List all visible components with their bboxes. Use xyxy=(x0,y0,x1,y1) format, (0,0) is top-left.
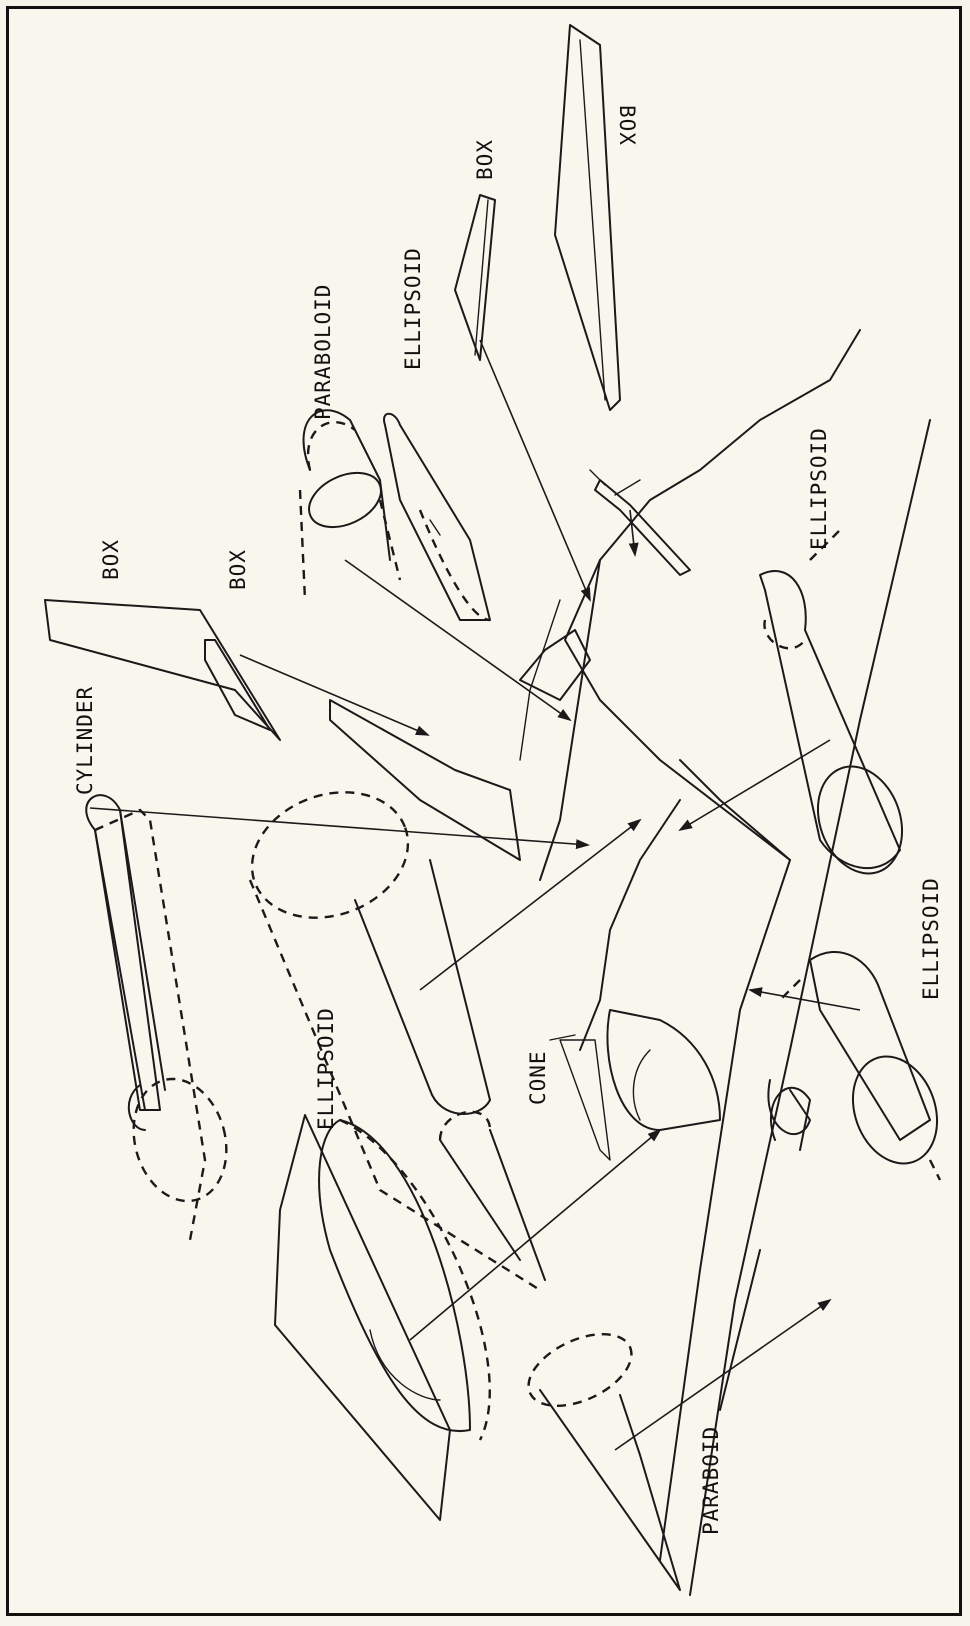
label-ellipsoid-right-upper: ELLIPSOID xyxy=(807,427,831,550)
right-upper-ellipse-end xyxy=(804,755,917,886)
arrow-right-lower xyxy=(750,990,860,1010)
paraboloid-nose-component xyxy=(517,1320,680,1590)
cylinder-edge-right xyxy=(120,810,165,1090)
large-stabilizer-box xyxy=(555,25,620,410)
label-paraboloid-intake: PARABOLOID xyxy=(311,284,335,420)
cockpit-bump xyxy=(771,1088,810,1150)
label-box-tail-upper: BOX xyxy=(99,539,123,580)
intake-detail xyxy=(633,1050,650,1120)
label-ellipsoid-pod: ELLIPSOID xyxy=(401,247,425,370)
cone-base xyxy=(440,1112,490,1140)
cylinder-component xyxy=(86,795,239,1240)
fuselage-upper-line xyxy=(690,420,930,1595)
store-fin xyxy=(550,1035,575,1040)
arrow-canopy xyxy=(410,1130,660,1340)
fuselage-lower-line xyxy=(660,860,790,1560)
label-ellipsoid-right-lower: ELLIPSOID xyxy=(919,877,943,1000)
cone-component xyxy=(440,1112,545,1280)
label-box-stabilizer-small: BOX xyxy=(473,139,497,180)
ellipsoid-pod-hidden xyxy=(420,510,490,620)
horizontal-stabilizers xyxy=(455,25,620,410)
ellipsoid-pod-component xyxy=(384,414,490,620)
ellipsoid-pod-body xyxy=(384,414,490,620)
large-stabilizer-inner xyxy=(580,40,605,400)
arrow-small-stabilizer xyxy=(480,340,590,600)
cylinder-edge xyxy=(95,830,145,1110)
missile-body xyxy=(595,480,690,575)
canopy-inner xyxy=(370,1330,440,1400)
label-cylinder: CYLINDER xyxy=(73,686,97,795)
wing-trailing-edge xyxy=(580,800,680,1050)
intake-shape xyxy=(607,1010,720,1130)
label-ellipsoid-canopy: ELLIPSOID xyxy=(314,1007,338,1130)
wing-root xyxy=(680,760,790,860)
tail-boom-lower xyxy=(520,600,560,760)
canopy-ellipsoid-body xyxy=(319,1120,470,1431)
canopy-ellipsoid-component xyxy=(275,1115,490,1520)
ellipsoid-right-upper-component xyxy=(760,530,916,885)
cylinder-hidden xyxy=(95,810,205,1240)
arrow-missile xyxy=(630,510,635,555)
arrow-center xyxy=(420,820,640,990)
arrows xyxy=(90,340,860,1450)
paraboloid-rim xyxy=(308,422,355,470)
underwing-store xyxy=(560,1040,610,1160)
center-cylinder-sides xyxy=(355,860,490,1100)
center-hidden-lines xyxy=(250,880,540,1290)
small-stabilizer-inner xyxy=(475,200,488,355)
paraboloid-hidden xyxy=(300,490,400,600)
assembled-aircraft xyxy=(520,330,930,1595)
pod-detail xyxy=(430,520,440,535)
right-upper-ellipsoid-body xyxy=(760,571,900,868)
label-cone: CONE xyxy=(526,1050,550,1105)
tail-fin-large xyxy=(330,700,520,860)
small-stabilizer-box xyxy=(455,195,495,360)
label-box-tail-lower: BOX xyxy=(226,549,250,590)
label-box-stabilizer-large: BOX xyxy=(615,105,639,146)
right-lower-ellipse-end xyxy=(839,1045,952,1176)
cylinder-base xyxy=(120,1068,239,1211)
arrow-paraboloid-intake xyxy=(345,560,570,720)
labels: CYLINDER BOX BOX PARABOLOID ELLIPSOID BO… xyxy=(73,105,943,1535)
right-lower-ellipsoid-body xyxy=(810,952,930,1140)
paraboloid-intake-component xyxy=(300,410,400,600)
paraboloid-body xyxy=(304,410,390,560)
label-paraboloid-nose: PARABOID xyxy=(699,1426,723,1535)
canopy-box xyxy=(275,1115,450,1520)
center-cylinder-cap xyxy=(430,1090,490,1114)
